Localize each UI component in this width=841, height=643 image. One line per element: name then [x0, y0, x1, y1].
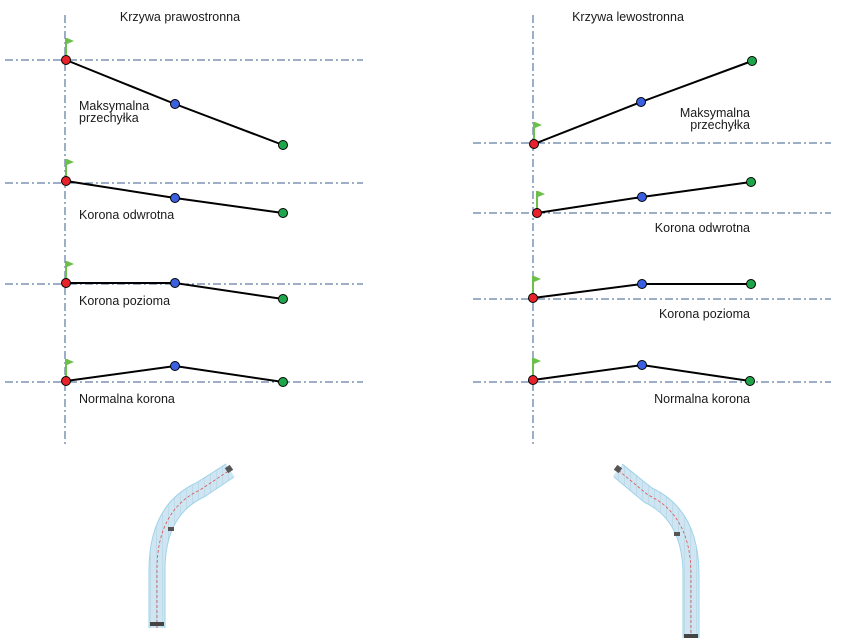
right-row-reverse-crown: Korona odwrotna — [61, 159, 288, 222]
flag-icon — [65, 159, 74, 177]
row-label-line-2: przechyłka — [690, 118, 750, 132]
road-edge — [613, 476, 684, 638]
end-point — [278, 294, 288, 304]
row-label: Normalna korona — [654, 392, 750, 406]
start-point — [61, 278, 71, 288]
road-centerline — [617, 469, 692, 638]
road-edge — [164, 476, 235, 628]
road-edge — [148, 463, 227, 628]
left-row-flat-crown: Korona pozioma — [528, 276, 756, 321]
station-marker — [168, 527, 174, 531]
flag-icon — [65, 261, 74, 279]
left-row-reverse-crown: Korona odwrotna — [532, 177, 756, 235]
end-point — [745, 376, 755, 386]
mid-point — [637, 360, 647, 370]
start-point — [61, 376, 71, 386]
row-label: Korona odwrotna — [79, 208, 174, 222]
mid-point — [170, 193, 180, 203]
flag-icon — [533, 122, 542, 140]
road-edge — [621, 463, 700, 638]
station-marker — [684, 634, 698, 638]
station-marker — [224, 464, 234, 474]
flag-icon — [532, 276, 541, 294]
road-centerline — [156, 469, 231, 628]
mid-point — [636, 97, 646, 107]
mid-point — [170, 278, 180, 288]
end-point — [278, 208, 288, 218]
right-row-flat-crown: Korona pozioma — [61, 261, 288, 308]
end-point — [278, 140, 288, 150]
row-label: Korona pozioma — [659, 307, 750, 321]
mid-point — [637, 279, 647, 289]
station-marker — [150, 622, 164, 626]
curved-road-left-icon — [612, 463, 700, 638]
start-point — [532, 208, 542, 218]
start-point — [61, 55, 71, 65]
start-point — [61, 176, 71, 186]
start-point — [528, 375, 538, 385]
right-row-normal-crown: Normalna korona — [61, 359, 288, 406]
flag-icon — [532, 358, 541, 376]
flag-icon — [65, 359, 74, 377]
left-curve-title: Krzywa lewostronna — [572, 10, 684, 24]
left-panel-reference-lines — [473, 142, 831, 383]
station-marker — [613, 464, 623, 474]
row-label: Normalna korona — [79, 392, 175, 406]
road-stations — [612, 463, 699, 638]
right-curve-title: Krzywa prawostronna — [120, 10, 240, 24]
start-point — [528, 293, 538, 303]
right-row-max-superelevation: Maksymalna przechyłka — [61, 38, 288, 150]
row-label-line-2: przechyłka — [79, 111, 139, 125]
start-point — [529, 139, 539, 149]
end-point — [278, 377, 288, 387]
end-point — [747, 56, 757, 66]
row-label: Korona odwrotna — [655, 221, 750, 235]
row-label-line-1: Maksymalna — [79, 99, 149, 113]
mid-point — [637, 192, 647, 202]
flag-icon — [65, 38, 74, 56]
left-row-normal-crown: Normalna korona — [528, 358, 755, 406]
end-point — [746, 279, 756, 289]
flag-icon — [536, 191, 545, 209]
left-row-max-superelevation: Maksymalna przechyłka — [529, 56, 757, 149]
row-label-line-1: Maksymalna — [680, 106, 750, 120]
mid-point — [170, 361, 180, 371]
row-label: Korona pozioma — [79, 294, 170, 308]
curved-road-right-icon — [148, 463, 235, 628]
mid-point — [170, 99, 180, 109]
station-marker — [674, 532, 680, 536]
end-point — [746, 177, 756, 187]
